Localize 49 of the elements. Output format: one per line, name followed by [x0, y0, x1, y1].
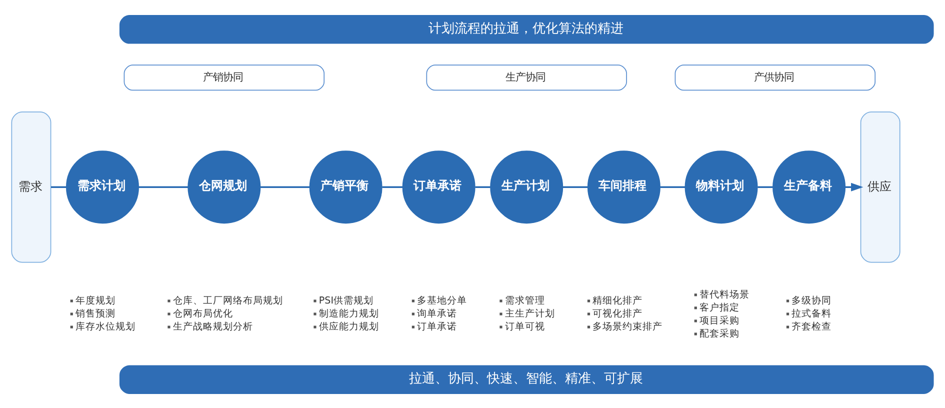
- node-circle: 物料计划: [684, 150, 758, 224]
- node-box: 生产协同: [426, 64, 627, 90]
- node-label: 项目采购: [700, 314, 740, 326]
- node-label: 可视化排产: [592, 308, 643, 319]
- node-label: 多基地分单: [417, 294, 468, 306]
- node-box: 计划流程的拉通，优化算法的精进: [119, 14, 934, 44]
- node-label: 供应能力规划: [318, 320, 379, 332]
- node-label: PSI供需规划: [318, 294, 374, 306]
- node-label: 仓库、工厂网络布局规划: [172, 294, 283, 306]
- connector: [758, 186, 773, 188]
- node-label: 多级协同: [792, 294, 832, 306]
- arrow: [845, 182, 864, 191]
- connector: [138, 186, 188, 188]
- node-circle: 产销平衡: [309, 150, 382, 224]
- node-label: 配套采购: [700, 328, 740, 339]
- node-box: 产供协同: [674, 64, 876, 90]
- connector: [260, 186, 310, 188]
- node-label: 年度规划: [76, 294, 116, 306]
- node-circle: 需求计划: [66, 150, 139, 224]
- connector: [660, 186, 686, 188]
- node-label: 销售预测: [76, 308, 116, 319]
- node-label: 询单承诺: [417, 308, 458, 319]
- node-label: 订单可视: [504, 320, 545, 332]
- node-label: 客户指定: [700, 302, 740, 313]
- node-label: 需求管理: [504, 294, 545, 306]
- node-circle: 生产计划: [490, 150, 564, 224]
- node-label: 精细化排产: [592, 294, 643, 306]
- node-label: 库存水位规划: [76, 320, 136, 332]
- node-circle: 仓网规划: [188, 150, 261, 224]
- node-box: 拉通、协同、快速、智能、精准、可扩展: [119, 364, 934, 394]
- node-label: 替代料场景: [700, 288, 750, 300]
- connector: [382, 186, 403, 188]
- node-label: 制造能力规划: [318, 308, 379, 319]
- node-label: 主生产计划: [504, 308, 555, 319]
- connector: [475, 186, 490, 188]
- node-circle: 车间排程: [587, 150, 660, 224]
- node-label: 齐套检查: [792, 320, 832, 332]
- node-label: 生产战略规划分析: [172, 320, 253, 332]
- node-label: 仓网布局优化: [172, 308, 233, 319]
- connector: [51, 186, 66, 188]
- node-circle: 生产备料: [772, 150, 846, 224]
- node-label: 订单承诺: [417, 320, 458, 332]
- node-circle: 订单承诺: [402, 150, 476, 224]
- node-box: 需求: [11, 111, 52, 262]
- connector: [562, 186, 588, 188]
- node-box: 供应: [860, 111, 900, 262]
- node-box: 产销协同: [124, 64, 325, 90]
- node-label: 多场景约束排产: [592, 320, 663, 332]
- node-label: 拉式备料: [792, 308, 832, 319]
